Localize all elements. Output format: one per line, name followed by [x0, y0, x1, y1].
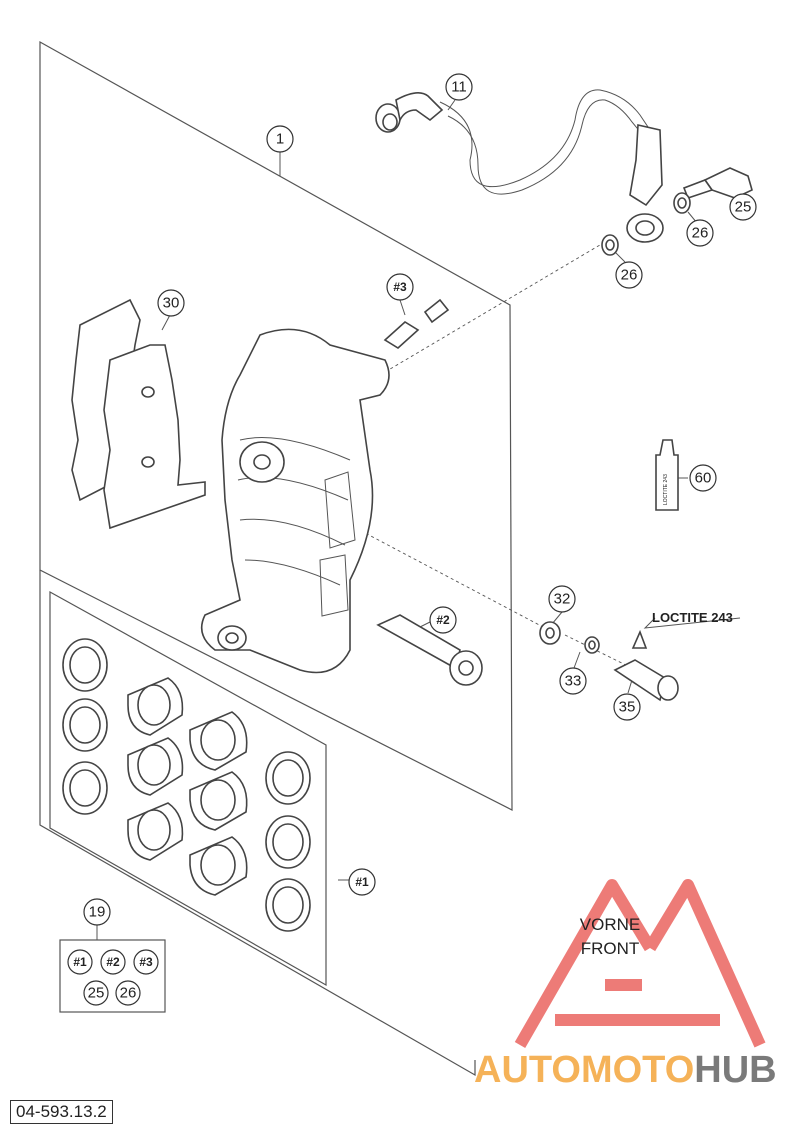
- washer-26-right: [673, 192, 691, 214]
- svg-text:26: 26: [692, 225, 709, 242]
- svg-text:33: 33: [565, 673, 582, 690]
- svg-text:#3: #3: [393, 280, 407, 294]
- svg-text:26: 26: [120, 985, 137, 1002]
- repair-kit-box: [59, 939, 166, 1013]
- svg-text:25: 25: [735, 199, 752, 216]
- loctite-bottle: LOCTITE 243: [655, 439, 679, 511]
- washer-33: [584, 636, 600, 654]
- pad-pin: [376, 614, 483, 686]
- callout-35: 35: [613, 693, 641, 721]
- banjo-bolt: [682, 167, 753, 199]
- brake-pads: [71, 298, 206, 530]
- watermark-logo: AUTOMOTOHUB: [474, 879, 777, 1091]
- svg-text:1: 1: [276, 131, 284, 148]
- callout-11: 11: [445, 73, 473, 101]
- callout-hash-1: #1: [348, 868, 376, 896]
- svg-text:#1: #1: [355, 875, 369, 889]
- washer-26-left: [601, 234, 619, 256]
- svg-text:#2: #2: [436, 613, 450, 627]
- watermark-text-gray: HUB: [694, 1049, 776, 1091]
- brake-hose: [375, 89, 664, 243]
- callout-26-left: 26: [615, 261, 643, 289]
- svg-text:#1: #1: [73, 955, 87, 969]
- svg-text:35: 35: [619, 699, 636, 716]
- callout-1: 1: [266, 125, 294, 153]
- callout-hash-3: #3: [386, 273, 414, 301]
- watermark-text-orange: AUTOMOTO: [474, 1049, 694, 1091]
- direction-line2: FRONT: [581, 939, 640, 958]
- callout-26-right: 26: [686, 219, 714, 247]
- svg-text:60: 60: [695, 470, 712, 487]
- callout-19: 19: [83, 898, 111, 926]
- svg-text:#2: #2: [106, 955, 120, 969]
- svg-text:25: 25: [88, 985, 105, 1002]
- svg-text:AUTOMOTOHUB: AUTOMOTOHUB: [474, 1049, 777, 1091]
- svg-text:11: 11: [451, 79, 467, 96]
- caliper-body: [200, 328, 390, 674]
- piston-seal-frame: [49, 590, 327, 987]
- callout-30: 30: [157, 289, 185, 317]
- kit-callout-25: 25: [83, 980, 109, 1006]
- direction-label: VORNE FRONT: [580, 915, 640, 958]
- bottle-text: LOCTITE 243: [663, 474, 669, 505]
- loctite-drop-icon: [631, 629, 648, 649]
- callout-33: 33: [559, 667, 587, 695]
- washer-32: [539, 621, 561, 645]
- callout-25-banjo: 25: [729, 193, 757, 221]
- kit-hash-1: #1: [67, 949, 93, 975]
- kit-callout-26: 26: [115, 980, 141, 1006]
- direction-line1: VORNE: [580, 915, 640, 934]
- bleed-screw: [383, 298, 450, 349]
- callout-32: 32: [548, 585, 576, 613]
- drawing-number: 04-593.13.2: [10, 1100, 113, 1124]
- svg-text:30: 30: [163, 295, 180, 312]
- svg-text:26: 26: [621, 267, 638, 284]
- svg-text:#3: #3: [139, 955, 153, 969]
- caliper-bolt: [613, 629, 679, 702]
- caliper-assembly-frame: [39, 40, 513, 1077]
- callout-60: 60: [689, 464, 717, 492]
- kit-hash-3: #3: [133, 949, 159, 975]
- seals-and-pistons: [62, 638, 311, 932]
- loctite-label: LOCTITE 243: [652, 610, 733, 625]
- callout-hash-2: #2: [429, 606, 457, 634]
- svg-text:32: 32: [554, 591, 571, 608]
- svg-text:19: 19: [89, 904, 106, 921]
- kit-hash-2: #2: [100, 949, 126, 975]
